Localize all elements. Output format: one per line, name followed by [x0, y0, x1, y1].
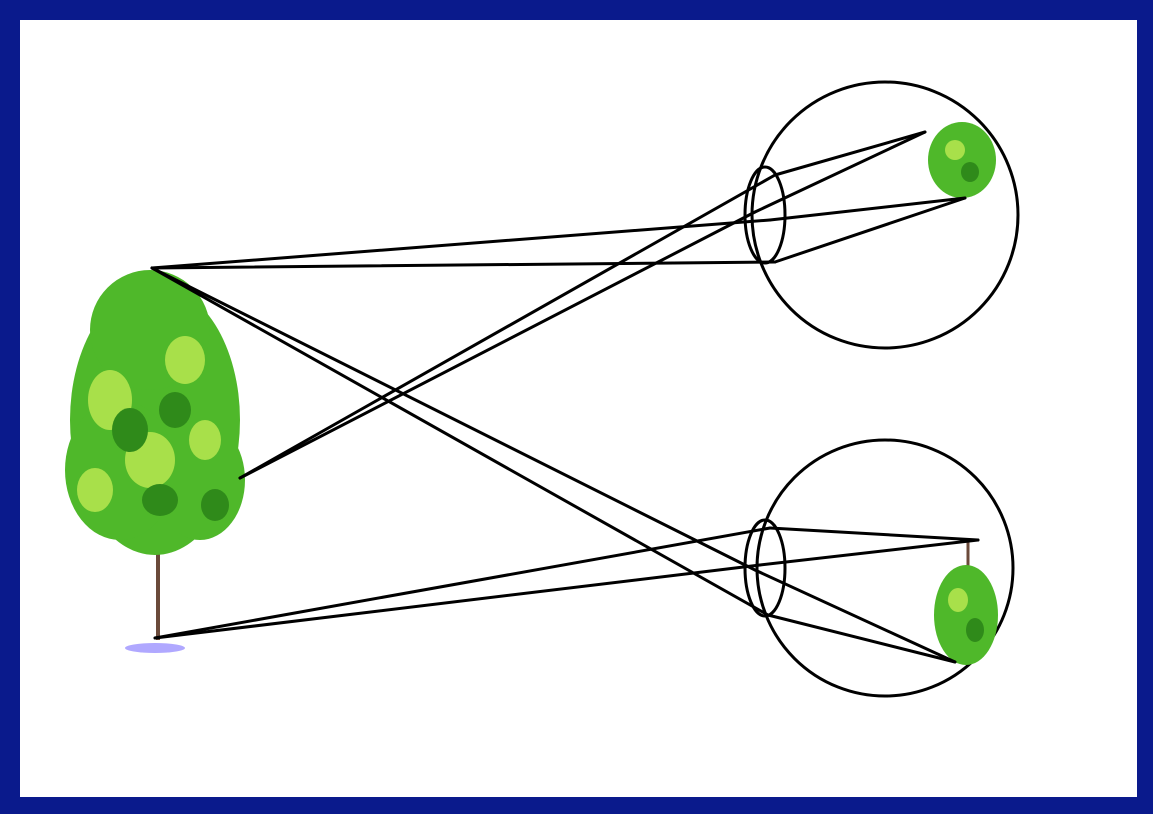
upper-eye-icon	[743, 80, 1020, 350]
ray	[153, 526, 772, 640]
ray	[153, 563, 762, 640]
ray	[768, 196, 967, 222]
ray	[758, 538, 980, 567]
ray	[150, 260, 777, 270]
ray	[150, 266, 757, 572]
object-tree-ground	[125, 643, 185, 653]
image-highlight	[948, 588, 968, 612]
crown-highlight	[77, 468, 113, 512]
image-crown	[928, 122, 996, 198]
ray	[766, 613, 957, 664]
ray	[753, 130, 927, 214]
image-crown	[934, 565, 998, 665]
ray	[238, 173, 777, 480]
object-tree-crown	[65, 270, 245, 555]
image-highlight	[945, 140, 965, 160]
ray	[238, 210, 757, 480]
crown-highlight	[189, 420, 221, 460]
ray	[150, 266, 770, 617]
ray	[773, 196, 967, 264]
crown-shadow	[112, 408, 148, 452]
crown-shadow	[159, 392, 191, 428]
lower-eyeball	[755, 438, 1015, 698]
ray	[753, 568, 957, 664]
crown-highlight	[165, 336, 205, 384]
image-shadow	[966, 618, 984, 642]
crown-shadow	[142, 484, 178, 516]
lower-retinal-image-icon	[934, 540, 998, 665]
upper-retinal-image-icon	[928, 122, 996, 198]
lower-eye-icon	[743, 438, 1015, 698]
crown-shadow	[201, 489, 229, 521]
ray	[150, 218, 772, 270]
ray	[768, 526, 980, 542]
object-tree-icon	[65, 270, 245, 653]
image-shadow	[961, 162, 979, 182]
upper-eyeball	[750, 80, 1020, 350]
ray	[773, 130, 927, 177]
light-rays	[150, 130, 980, 664]
